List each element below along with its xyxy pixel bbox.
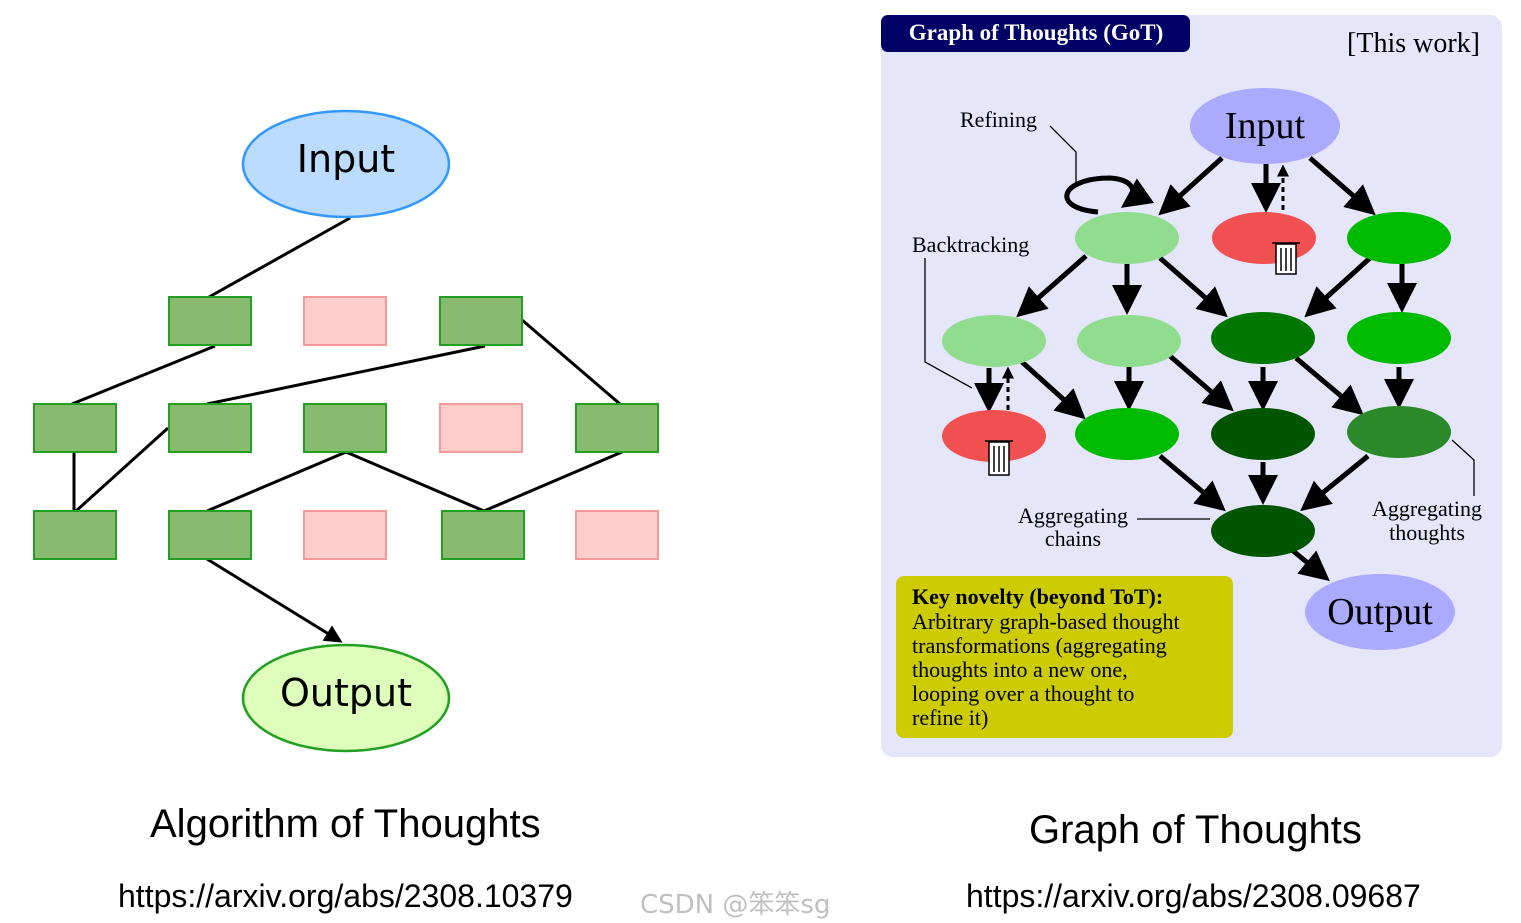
trash-icon [1272, 242, 1300, 275]
got-leader-lines [924, 125, 1475, 520]
thought-node [33, 510, 117, 560]
aot-caption: Algorithm of Thoughts [150, 802, 541, 846]
thought-node [168, 510, 252, 560]
aot-diagram [71, 216, 623, 643]
thought-node [168, 403, 252, 453]
thought-node [1347, 406, 1451, 458]
aot-url[interactable]: https://arxiv.org/abs/2308.10379 [118, 878, 573, 914]
got-nodes [942, 88, 1455, 650]
thought-node [1077, 315, 1181, 367]
aggregating-chains-label: chains [1045, 526, 1101, 551]
pruned-node [303, 510, 387, 560]
thought-node [942, 315, 1046, 367]
got-output-label: Output [1327, 591, 1433, 633]
thought-node [1075, 212, 1179, 264]
got-edges [974, 156, 1417, 582]
got-input-label: Input [1225, 105, 1306, 147]
aggregated-node [1211, 505, 1315, 557]
thought-node [1347, 212, 1451, 264]
aot-input-label: Input [297, 137, 395, 181]
pruned-node [303, 296, 387, 346]
svg-text:Arbitrary graph-based thought: Arbitrary graph-based thought [912, 609, 1180, 634]
watermark: CSDN @笨笨sg [640, 890, 831, 920]
got-output-node [1305, 574, 1455, 650]
thought-node [441, 510, 525, 560]
this-work-tag: [This work] [1347, 28, 1480, 59]
svg-text:thoughts into a new one,: thoughts into a new one, [912, 657, 1128, 682]
got-input-node [1190, 88, 1340, 164]
svg-text:transformations (aggregating: transformations (aggregating [912, 633, 1167, 658]
thought-node [1211, 312, 1315, 364]
aggregating-chains-label: Aggregating [1018, 503, 1128, 528]
svg-text:Key novelty (beyond ToT):: Key novelty (beyond ToT): [912, 584, 1163, 609]
key-novelty-box [896, 576, 1233, 738]
discarded-node [1212, 212, 1316, 264]
got-url[interactable]: https://arxiv.org/abs/2308.09687 [966, 878, 1421, 914]
thought-node [1075, 408, 1179, 460]
thought-node [168, 296, 252, 346]
thought-node [303, 403, 387, 453]
key-novelty-text: Key novelty (beyond ToT): Arbitrary grap… [912, 584, 1180, 730]
pruned-node [439, 403, 523, 453]
svg-text:looping over a thought to: looping over a thought to [912, 681, 1134, 706]
got-caption: Graph of Thoughts [1029, 808, 1362, 852]
got-title: Graph of Thoughts (GoT) [909, 20, 1164, 45]
thought-node [33, 403, 117, 453]
thought-node [439, 296, 523, 346]
thought-node [1211, 408, 1315, 460]
discarded-node [942, 410, 1046, 462]
aot-nodes [33, 296, 659, 560]
aot-output-label: Output [280, 671, 412, 715]
refining-label: Refining [960, 107, 1037, 132]
aot-output-node [241, 643, 451, 753]
pruned-node [575, 510, 659, 560]
svg-text:refine it): refine it) [912, 705, 988, 730]
aggregating-thoughts-label: thoughts [1389, 520, 1465, 545]
thought-node [1347, 312, 1451, 364]
backtracking-label: Backtracking [912, 232, 1029, 257]
thought-node [575, 403, 659, 453]
aggregating-thoughts-label: Aggregating [1372, 496, 1482, 521]
trash-icon [985, 440, 1013, 476]
got-title-box [881, 15, 1190, 52]
aot-input-node [241, 109, 451, 219]
